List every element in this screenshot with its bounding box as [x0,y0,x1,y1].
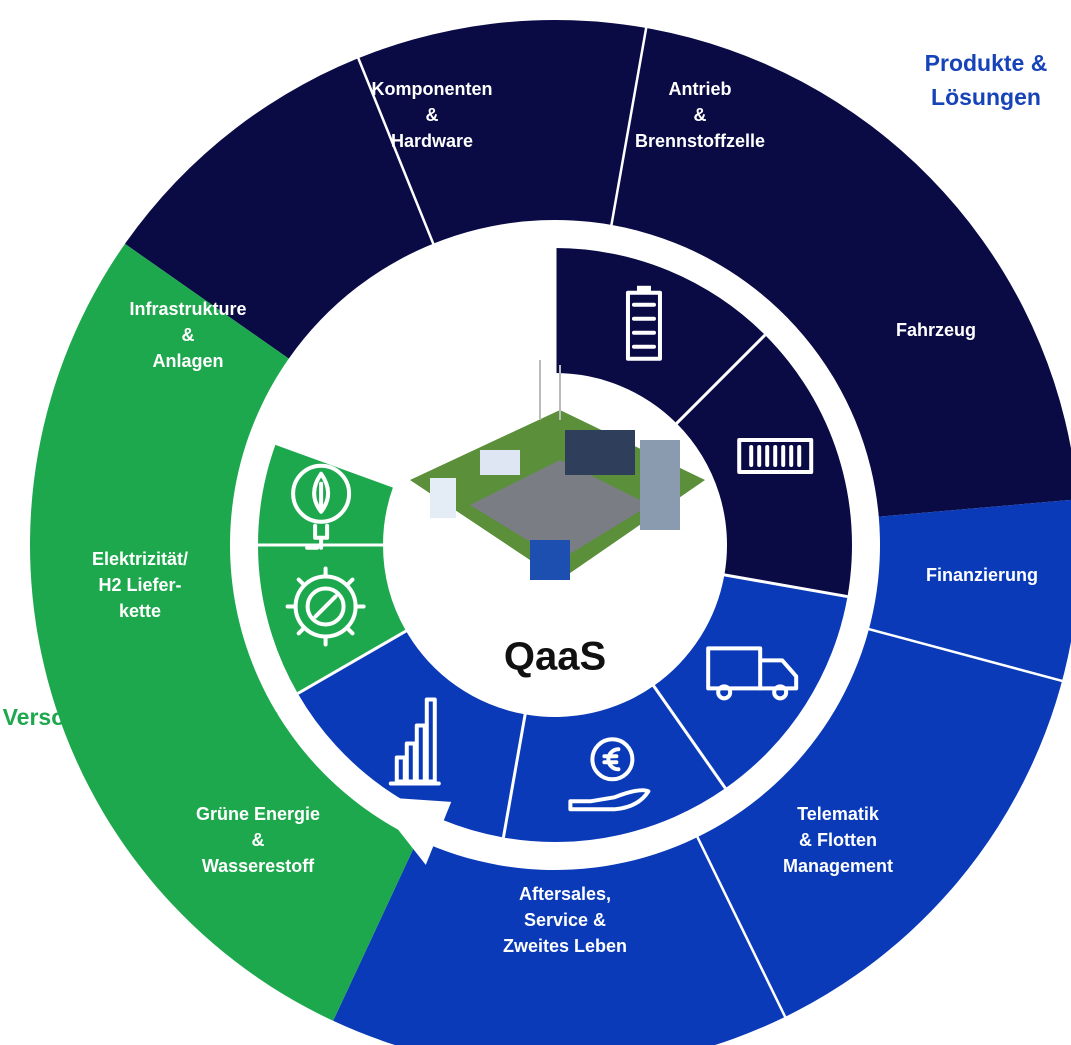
segment-label-line: Brennstoffzelle [634,131,766,151]
segment-label-line: Antrieb [668,79,732,99]
segment-label-line: Infrastrukture [129,299,247,319]
segment-label-line: Komponenten [371,79,493,99]
energy-band [29,243,418,1021]
outer-divider [841,620,1065,683]
segment-label-line: Elektrizität/ [91,549,189,569]
battery-icon [625,285,662,361]
bar-chart-icon [388,697,441,786]
segment-label-line: & [693,105,707,125]
fuel-cell-stack-icon [737,438,814,475]
segment-label-line: Zweites Leben [502,936,628,956]
inner-divider [660,333,767,440]
ring-dividers [258,25,1065,1020]
fahrzeug-inner-sector [676,334,853,597]
outer-ring [29,20,1071,1045]
products-title: Produkte & Lösungen [924,50,1048,110]
outer-divider [684,811,788,1020]
inner-divider [639,667,727,790]
inner-icons [0,0,811,809]
finanzierung-label: Finanzierung [926,562,1038,588]
segment-label-line: Telematik [797,804,879,824]
segment-label-line: & Flotten [799,830,877,850]
fahrzeug-label: Fahrzeug [896,317,976,343]
segment-label-line: & [181,325,195,345]
inner-divider [275,442,415,496]
komponenten-label: Komponenten & Hardware [372,76,493,154]
segment-label-line: Grüne Energie [195,804,321,824]
hub-label: QaaS [503,634,607,679]
segment-label-line: Management [782,856,894,876]
gruene-energie-label: Grüne Energie & Wasserestoff [196,801,320,879]
outer-divider [356,55,445,271]
gear-wrench-icon [285,566,366,647]
cycle-arrow-head [372,796,452,865]
cycle-ring [236,226,874,864]
segment-label-line: Service & [523,910,607,930]
inner-divider [501,692,531,838]
lieferkette-inner-sector [258,443,394,545]
supply-chain-icon [361,336,441,398]
products-band [124,20,1071,517]
infrastruktur-label: Infrastrukture & Anlagen [129,296,246,374]
segment-label-line: Fahrzeug [895,320,977,340]
segment-label-line: kette [118,601,162,621]
segment-label-line: & [251,830,265,850]
services-band [333,499,1071,1045]
lieferkette-label: Elektrizität/H2 Liefer-kette [92,546,188,624]
euro-hand-icon [568,737,651,812]
segment-label-line: H2 Liefer- [98,575,182,595]
segment-label-line: & [425,105,439,125]
truck-icon [706,646,799,701]
leaf-plug-icon [291,463,352,550]
cycle-arrow [236,226,874,865]
inner-divider [702,569,848,599]
segment-label-line: Hardware [390,131,474,151]
h2-tanks-icon [6,0,42,32]
antrieb-label: Antrieb & Brennstoffzelle [635,76,765,154]
outer-divider [605,25,648,253]
segment-label-line: Wasserestoff [201,856,315,876]
hub-group [405,360,705,695]
aftersales-label: Aftersales, Service & Zweites Leben [503,881,627,959]
smart-depot-illustration [410,360,705,580]
gruene-energie-inner-sector [258,545,407,694]
segment-label-line: Anlagen [152,351,224,371]
inner-divider [297,618,426,695]
aftersales-inner-sector [297,631,526,838]
finanzierung-inner-sector [653,574,848,789]
energy-title: Versorgung mit Sauberer Energy [2,704,278,764]
segment-label-line: Finanzierung [926,565,1038,585]
segment-label-line: Aftersales, [518,884,612,904]
